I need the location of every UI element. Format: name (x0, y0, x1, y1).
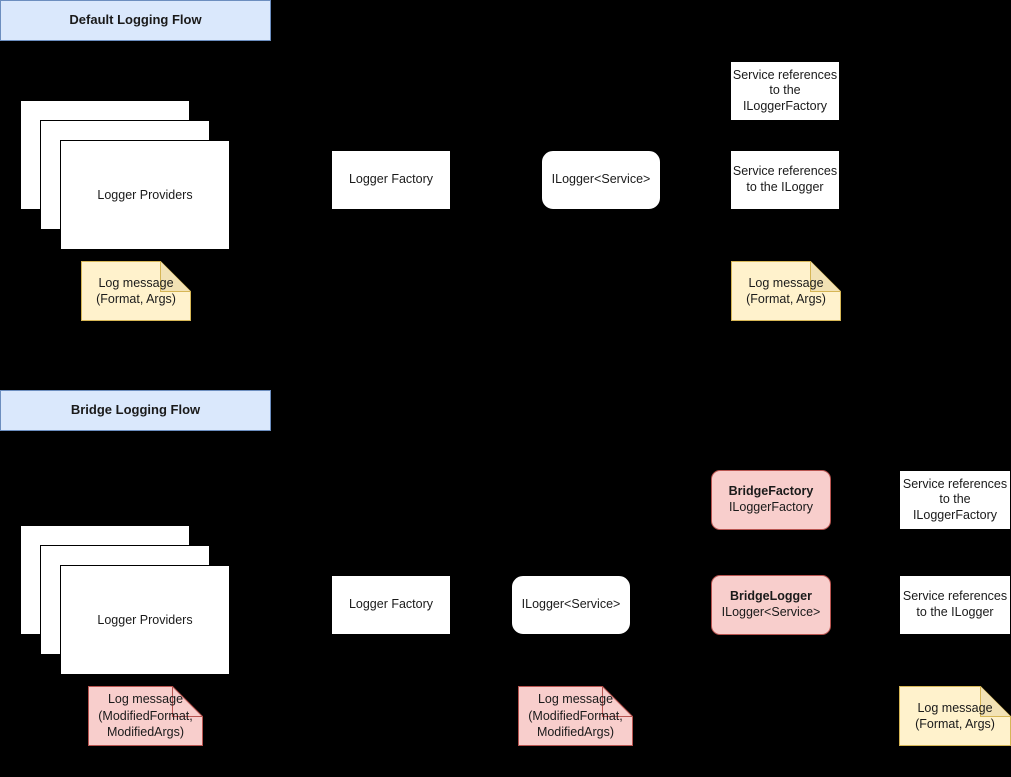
section-banner-bridge-logging-flow: Bridge Logging Flow (0, 390, 271, 431)
logger-providers-label: Logger Providers (97, 613, 193, 627)
note-log-message-modified-ilogger: Log message (ModifiedFormat, ModifiedArg… (518, 686, 633, 746)
service-reference-iloggerfactory-bridge: Service references to the ILoggerFactory (899, 470, 1011, 530)
logger-factory-box-default: Logger Factory (331, 150, 451, 210)
service-reference-iloggerfactory-default: Service references to the ILoggerFactory (730, 61, 840, 121)
bridge-factory-subtitle: ILoggerFactory (728, 500, 814, 514)
note-log-message-service-default: Log message (Format, Args) (731, 261, 841, 321)
section-banner-default-logging-flow: Default Logging Flow (0, 0, 271, 41)
logger-factory-box-bridge: Logger Factory (331, 575, 451, 635)
note-shape-icon (518, 686, 633, 746)
bridge-logger-box: BridgeLogger ILogger<Service> (711, 575, 831, 635)
bridge-factory-box: BridgeFactory ILoggerFactory (711, 470, 831, 530)
service-reference-ilogger-default: Service references to the ILogger (730, 150, 840, 210)
bridge-logger-title: BridgeLogger (730, 589, 812, 604)
note-shape-icon (731, 261, 841, 321)
service-reference-ilogger-bridge: Service references to the ILogger (899, 575, 1011, 635)
logger-providers-stack-bridge: Logger Providers (20, 525, 230, 675)
logger-providers-layer-front: Logger Providers (60, 565, 230, 675)
ilogger-service-box-bridge: ILogger<Service> (511, 575, 631, 635)
note-shape-icon (88, 686, 203, 746)
logger-providers-stack-default: Logger Providers (20, 100, 230, 250)
bridge-factory-title: BridgeFactory (728, 484, 814, 499)
note-log-message-providers-default: Log message (Format, Args) (81, 261, 191, 321)
logger-providers-label: Logger Providers (97, 188, 193, 202)
logger-providers-layer-front: Logger Providers (60, 140, 230, 250)
note-log-message-modified-providers: Log message (ModifiedFormat, ModifiedArg… (88, 686, 203, 746)
note-shape-icon (899, 686, 1011, 746)
bridge-logger-subtitle: ILogger<Service> (721, 605, 821, 619)
ilogger-service-box-default: ILogger<Service> (541, 150, 661, 210)
note-log-message-service-bridge: Log message (Format, Args) (899, 686, 1011, 746)
note-shape-icon (81, 261, 191, 321)
